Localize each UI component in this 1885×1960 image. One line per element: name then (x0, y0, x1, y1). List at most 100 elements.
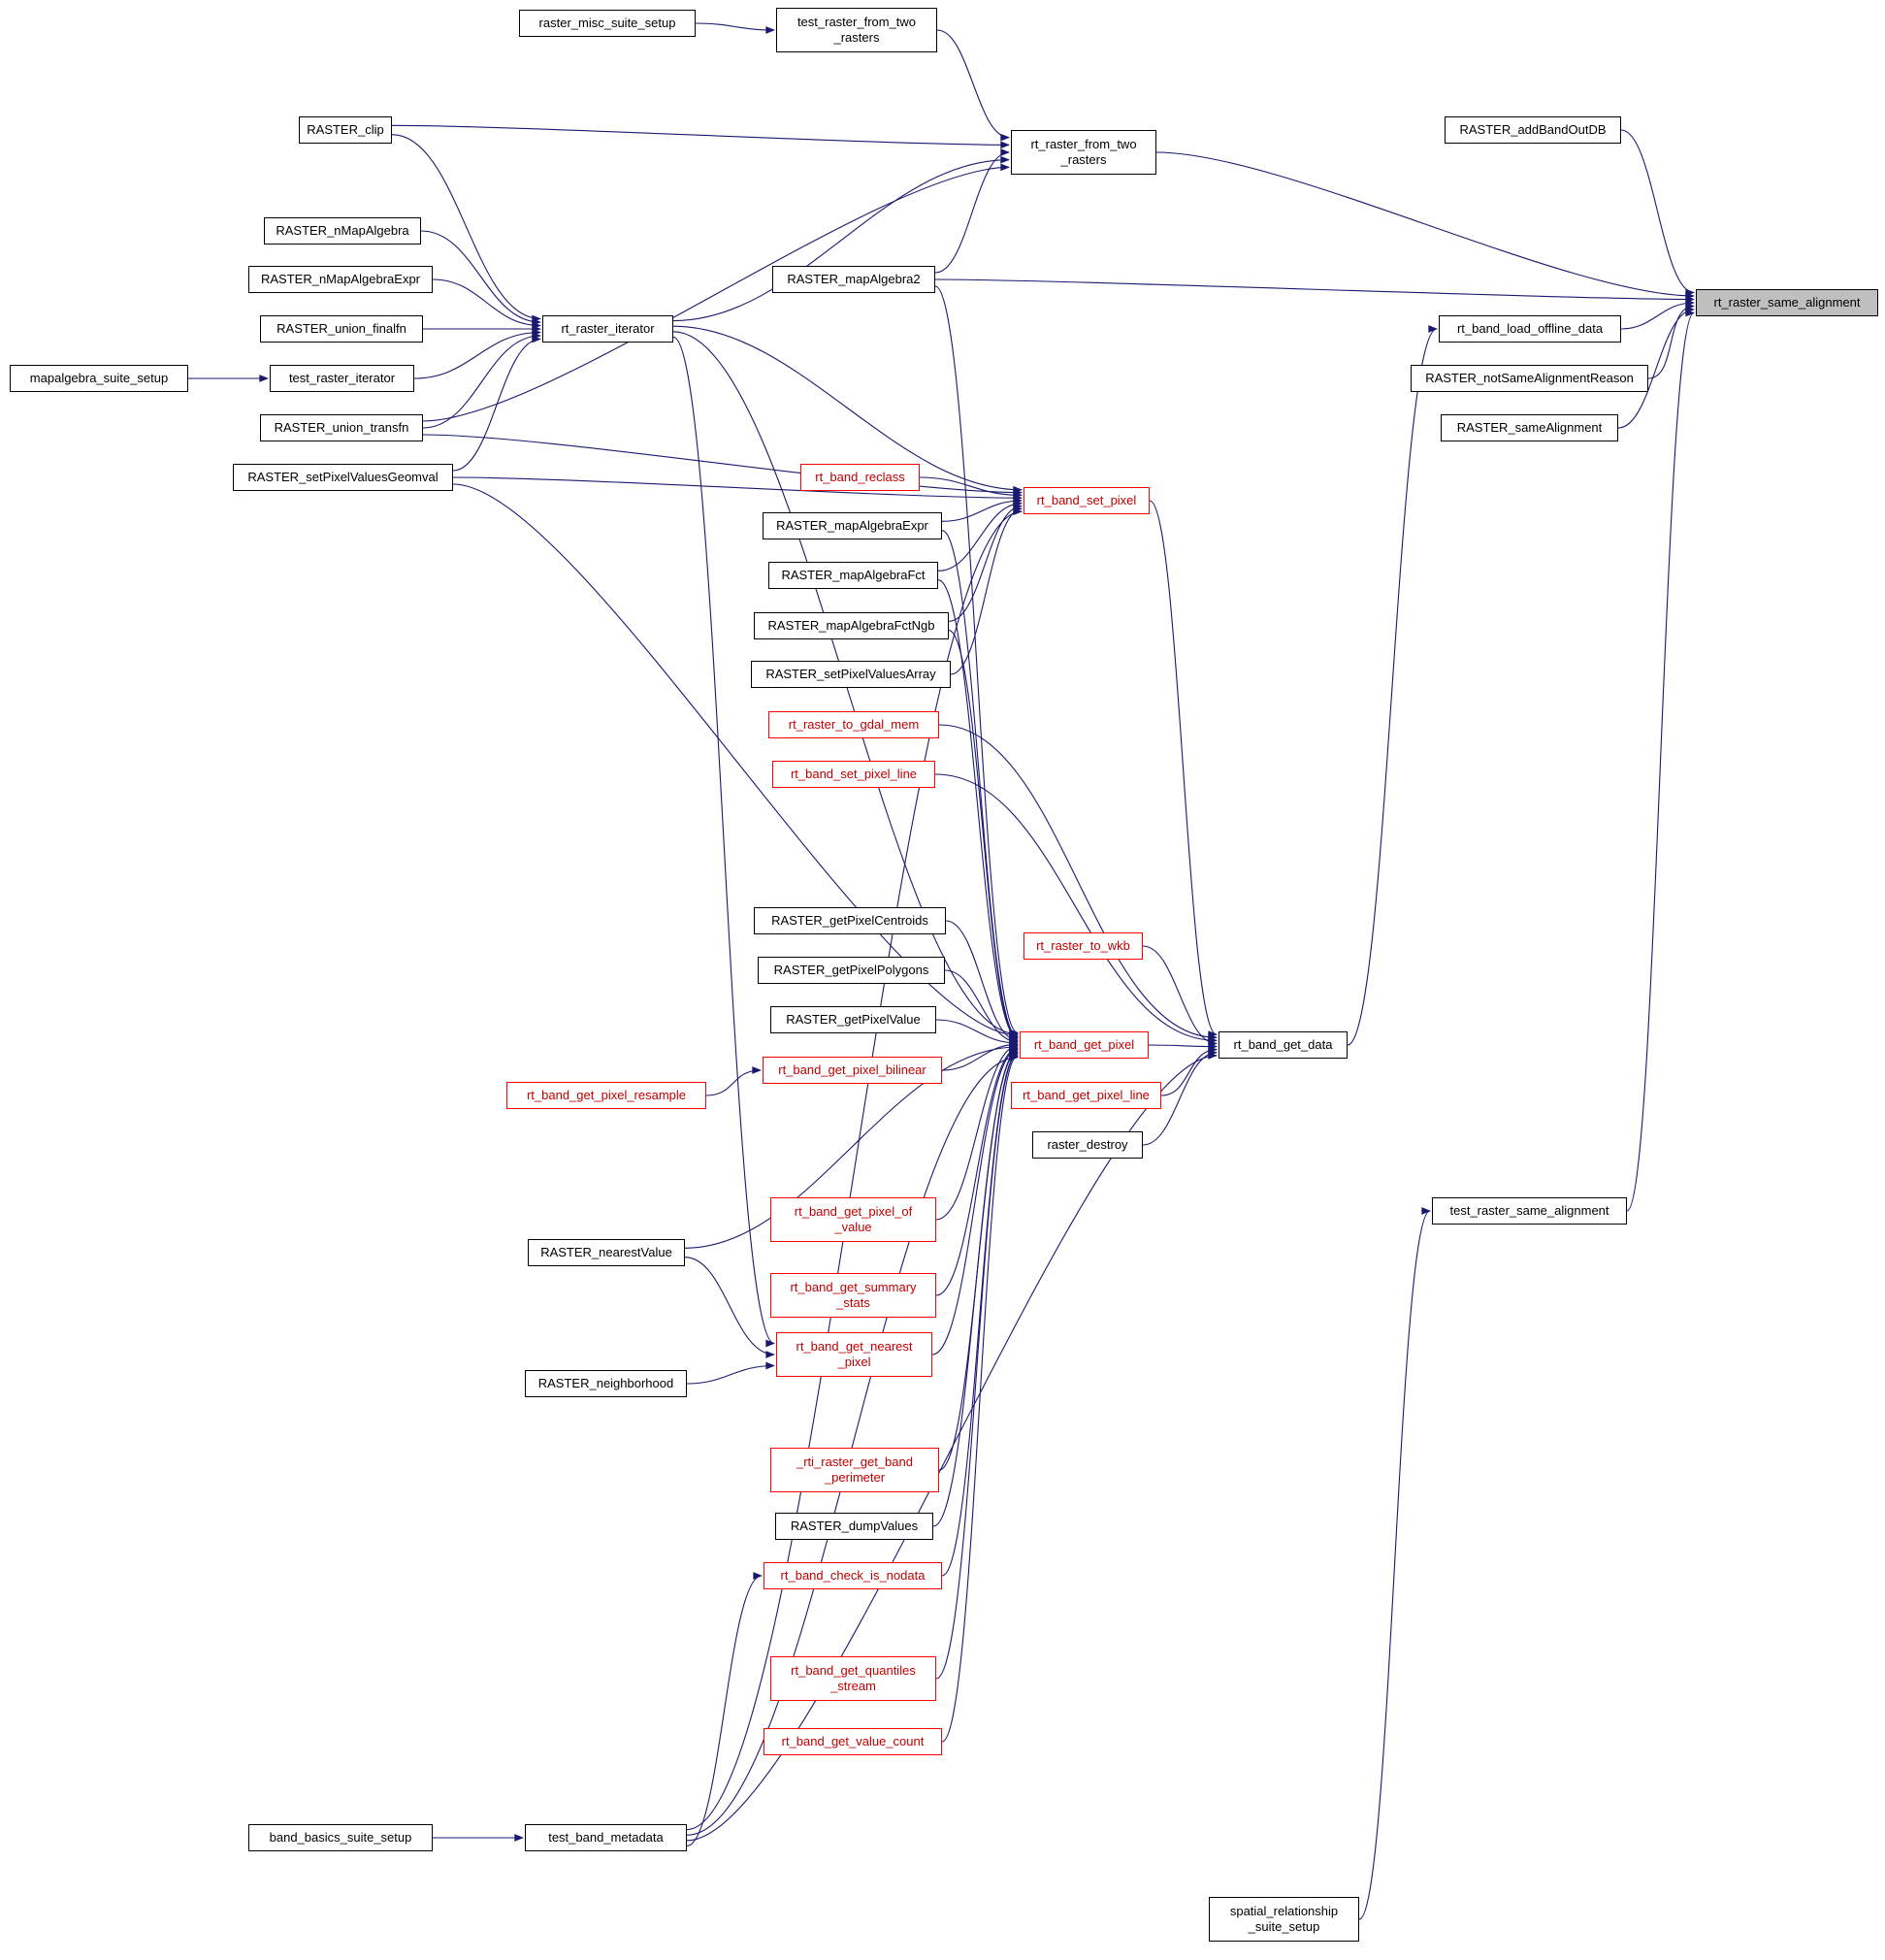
call-edge-n18-n11 (452, 335, 541, 472)
call-edge-n31-n32 (1148, 1042, 1218, 1051)
graph-node-raster-dumpvalues[interactable]: RASTER_dumpValues (775, 1513, 933, 1540)
call-edge-n8-n9 (934, 278, 1695, 304)
graph-node-test-raster-iterator[interactable]: test_raster_iterator (270, 365, 414, 392)
graph-node-spatial-relationship-suite-setup[interactable]: spatial_relationship _suite_setup (1209, 1897, 1359, 1942)
call-edge-n1-n2 (695, 22, 775, 34)
call-edge-n30-n31 (935, 1019, 1019, 1047)
call-edge-n12-n9 (1620, 299, 1695, 330)
call-edge-n49-n31 (686, 1053, 1019, 1836)
graph-node-raster-getpixelcentroids[interactable]: RASTER_getPixelCentroids (754, 907, 946, 934)
graph-node-rt-band-get-quantiles-stream[interactable]: rt_band_get_quantiles _stream (770, 1656, 936, 1701)
graph-node-raster-clip[interactable]: RASTER_clip (299, 116, 392, 144)
graph-node-rti-raster-get-band-perimeter[interactable]: _rti_raster_get_band _perimeter (770, 1448, 939, 1492)
graph-node-rt-band-get-summary-stats[interactable]: rt_band_get_summary _stats (770, 1273, 936, 1318)
call-edge-n3-n4 (391, 124, 1010, 149)
call-edge-n45-n31 (941, 1049, 1019, 1577)
graph-node-rt-band-get-nearest-pixel[interactable]: rt_band_get_nearest _pixel (776, 1332, 932, 1377)
call-edge-n16-n11 (422, 332, 541, 429)
graph-node-rt-raster-iterator[interactable]: rt_raster_iterator (542, 315, 673, 343)
graph-node-rt-band-check-is-nodata[interactable]: rt_band_check_is_nodata (764, 1562, 942, 1589)
graph-node-raster-samealignment[interactable]: RASTER_sameAlignment (1441, 414, 1618, 441)
graph-node-rt-band-get-pixel-line[interactable]: rt_band_get_pixel_line (1011, 1082, 1161, 1109)
call-edge-n4-n9 (1155, 151, 1695, 300)
call-edge-n29-n31 (944, 969, 1019, 1046)
graph-node-rt-band-set-pixel[interactable]: rt_band_set_pixel (1024, 487, 1150, 514)
graph-node-raster-addbandoutdb[interactable]: RASTER_addBandOutDB (1445, 116, 1621, 144)
call-edge-n7-n11 (432, 278, 541, 330)
graph-node-raster-getpixelpolygons[interactable]: RASTER_getPixelPolygons (758, 957, 945, 984)
call-edge-n42-n41 (686, 1361, 775, 1385)
call-edge-n49-n32 (686, 1052, 1218, 1842)
graph-node-raster-mapalgebrafctngb[interactable]: RASTER_mapAlgebraFctNgb (754, 612, 949, 639)
graph-node-rt-raster-same-alignment-focus[interactable]: rt_raster_same_alignment (1696, 289, 1878, 316)
call-edge-n47-n31 (941, 1052, 1019, 1743)
call-edge-n32-n12 (1347, 325, 1438, 1046)
graph-node-rt-raster-from-two-rasters[interactable]: rt_raster_from_two _rasters (1011, 130, 1156, 175)
graph-node-raster-union-transfn[interactable]: RASTER_union_transfn (260, 414, 423, 441)
call-edge-n5-n9 (1620, 129, 1695, 297)
graph-node-raster-nearestvalue[interactable]: RASTER_nearestValue (528, 1239, 685, 1266)
graph-node-raster-mapalgebraexpr[interactable]: RASTER_mapAlgebraExpr (763, 512, 942, 539)
graph-node-raster-notsamealignmentreason[interactable]: RASTER_notSameAlignmentReason (1411, 365, 1648, 392)
call-edge-n33-n31 (941, 1040, 1019, 1071)
call-edge-n39-n41 (684, 1257, 775, 1358)
graph-node-rt-raster-to-wkb[interactable]: rt_raster_to_wkb (1024, 932, 1143, 960)
call-edge-n8-n4 (934, 148, 1010, 274)
call-edge-n20-n32 (1149, 500, 1218, 1038)
graph-node-rt-band-get-pixel-resample[interactable]: rt_band_get_pixel_resample (506, 1082, 706, 1109)
graph-node-raster-setpixelvaluesarray[interactable]: RASTER_setPixelValuesArray (751, 661, 951, 688)
call-edge-n18-n20 (452, 476, 1023, 503)
graph-node-test-raster-same-alignment[interactable]: test_raster_same_alignment (1432, 1197, 1627, 1225)
graph-node-rt-band-reclass[interactable]: rt_band_reclass (800, 464, 920, 491)
graph-node-test-band-metadata[interactable]: test_band_metadata (525, 1824, 687, 1851)
graph-node-raster-mapalgebrafct[interactable]: RASTER_mapAlgebraFct (768, 562, 938, 589)
call-edge-n38-n9 (1626, 309, 1695, 1212)
graph-node-mapalgebra-suite-setup[interactable]: mapalgebra_suite_setup (10, 365, 188, 392)
call-edge-n25-n32 (938, 724, 1218, 1042)
call-edge-n24-n20 (950, 505, 1023, 675)
graph-node-raster-getpixelvalue[interactable]: RASTER_getPixelValue (770, 1006, 936, 1033)
graph-node-rt-band-set-pixel-line[interactable]: rt_band_set_pixel_line (772, 761, 935, 788)
graph-node-raster-misc-suite-setup[interactable]: raster_misc_suite_setup (519, 10, 696, 37)
call-edge-n49-n20 (686, 507, 1023, 1831)
graph-node-raster-nmapalgebraexpr[interactable]: RASTER_nMapAlgebraExpr (248, 266, 433, 293)
graph-node-rt-band-get-pixel[interactable]: rt_band_get_pixel (1020, 1031, 1149, 1059)
call-edge-n23-n20 (948, 502, 1023, 622)
call-edge-n35-n32 (1160, 1045, 1218, 1096)
graph-node-raster-union-finalfn[interactable]: RASTER_union_finalfn (260, 315, 423, 343)
call-edge-n34-n33 (705, 1066, 762, 1096)
call-edge-n21-n20 (941, 497, 1023, 522)
call-edge-n8-n31 (934, 285, 1019, 1037)
graph-node-rt-band-get-pixel-of-value[interactable]: rt_band_get_pixel_of _value (770, 1197, 936, 1242)
graph-node-band-basics-suite-setup[interactable]: band_basics_suite_setup (248, 1824, 433, 1851)
call-edge-n16-n4 (422, 163, 1010, 422)
call-edge-n44-n31 (932, 1048, 1019, 1527)
call-edge-n49-n45 (686, 1572, 763, 1846)
call-edge-n28-n32 (1142, 945, 1218, 1048)
graph-node-rt-band-get-data[interactable]: rt_band_get_data (1219, 1031, 1348, 1059)
graph-node-raster-nmapalgebra[interactable]: RASTER_nMapAlgebra (264, 217, 421, 245)
graph-node-rt-band-load-offline-data[interactable]: rt_band_load_offline_data (1439, 315, 1621, 343)
graph-node-raster-mapalgebra2[interactable]: RASTER_mapAlgebra2 (772, 266, 935, 293)
graph-node-rt-raster-to-gdal-mem[interactable]: rt_raster_to_gdal_mem (768, 711, 939, 738)
call-edge-n6-n11 (420, 230, 541, 326)
graph-node-rt-band-get-pixel-bilinear[interactable]: rt_band_get_pixel_bilinear (763, 1057, 942, 1084)
call-edge-n22-n20 (937, 499, 1023, 572)
call-edge-n15-n9 (1647, 302, 1695, 379)
graph-node-rt-band-get-value-count[interactable]: rt_band_get_value_count (764, 1728, 942, 1755)
graph-node-test-raster-from-two-rasters[interactable]: test_raster_from_two _rasters (776, 8, 937, 52)
graph-node-raster-setpixelvaluesgeomval[interactable]: RASTER_setPixelValuesGeomval (233, 464, 453, 491)
graph-node-raster-neighborhood[interactable]: RASTER_neighborhood (525, 1370, 687, 1397)
call-edge-n11-n41 (672, 336, 775, 1348)
graph-node-raster-destroy[interactable]: raster_destroy (1032, 1131, 1143, 1159)
call-edge-n16-n20 (422, 434, 1023, 497)
call-edge-n22-n31 (937, 579, 1019, 1042)
call-edge-n21-n31 (941, 530, 1019, 1041)
call-edge-n50-n38 (1358, 1207, 1431, 1920)
call-edge-n46-n31 (935, 1051, 1019, 1680)
call-edge-n11-n4 (672, 155, 1010, 322)
call-edge-n41-n31 (931, 1045, 1019, 1356)
call-edge-n27-n31 (945, 920, 1019, 1045)
call-edge-n19-n20 (919, 476, 1023, 500)
